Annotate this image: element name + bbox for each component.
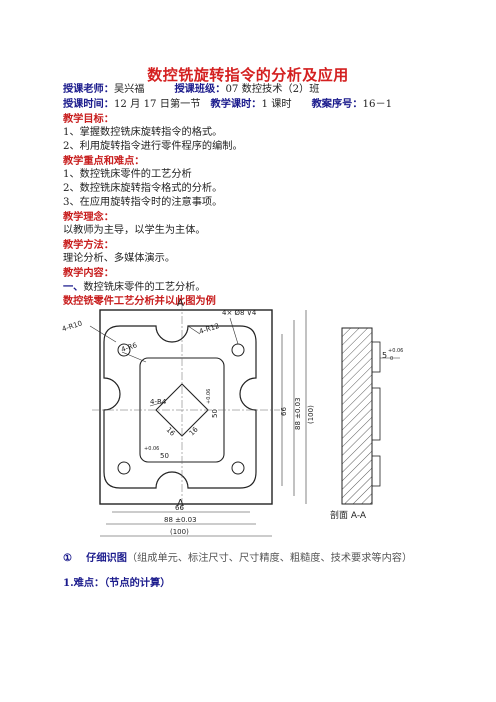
- inner-profile: [103, 325, 257, 489]
- hole-tl: [117, 343, 131, 357]
- dim-16b: 16: [188, 425, 200, 437]
- leader-holes: [229, 317, 239, 345]
- step1-line: ① 仔细识图（组成单元、标注尺寸、尺寸精度、粗糙度、技术要求等内容）: [63, 551, 412, 566]
- leader-r4: [149, 401, 165, 407]
- key-item: 2、数控铣床旋转指令格式的分析。: [63, 183, 223, 194]
- goal-item: 2、利用旋转指令进行零件程序的编制。: [63, 141, 243, 152]
- time-label: 授课时间：: [63, 98, 114, 110]
- method-heading: 教学方法：: [63, 239, 114, 251]
- concept-text: 以教师为主导，以学生为主体。: [63, 225, 206, 236]
- content-first-text: 数控铣床零件的工艺分析。: [83, 282, 206, 293]
- leader-r12: [187, 325, 201, 335]
- hours-label: 教学课时：: [210, 98, 262, 110]
- class-label: 授课班级：: [174, 83, 226, 95]
- meta-line-2: 授课时间：12 月 17 日第一节教学课时：1 课时 教案序号：16－1: [63, 97, 392, 112]
- teacher-label: 授课老师：: [63, 83, 114, 95]
- section-label: 剖面 A-A: [330, 509, 367, 521]
- meta-line-1: 授课老师：吴兴福 授课班级：07 数控技术（2）班: [63, 82, 319, 97]
- section-mark-bottom: A: [177, 498, 184, 509]
- dim-88h: 88 ±0.03: [164, 516, 197, 524]
- concept-heading: 教学理念：: [63, 211, 114, 223]
- part-drawing-svg: A A 4× Ø8 ⊽4 4-R12 4-R10 4-R6 4-R4 16 16…: [61, 298, 403, 537]
- dim-100h: (100): [170, 528, 189, 536]
- section-step-bot: [371, 455, 381, 487]
- content-first-line: 一、数控铣床零件的工艺分析。: [63, 280, 206, 295]
- r12-note: 4-R12: [198, 322, 220, 336]
- difficulty-line: 1.难点：（节点的计算）: [63, 577, 171, 589]
- r10-note: 4-R10: [61, 319, 83, 333]
- tol-50h-pos: +0.06: [144, 446, 159, 452]
- hole-br: [231, 461, 245, 475]
- hole-bl: [117, 461, 131, 475]
- leader-r6: [121, 351, 147, 363]
- content-heading: 教学内容：: [63, 267, 114, 279]
- dim-16a: 16: [165, 426, 177, 438]
- section-view: [341, 327, 373, 505]
- dim-50h: 50: [160, 452, 169, 460]
- figure-caption: 数控铣零件工艺分析并以此图为例: [63, 295, 216, 307]
- content-first-prefix: 一、: [63, 281, 84, 293]
- step1-marker: ①: [63, 552, 73, 564]
- section-step-top: [371, 341, 381, 373]
- method-text: 理论分析、多媒体演示。: [63, 253, 176, 264]
- dim-5: 5: [382, 351, 387, 360]
- dim-100v: (100): [307, 405, 315, 424]
- dim-66h: 66: [175, 504, 184, 512]
- plan-value: 16－1: [362, 99, 393, 110]
- r4-note: 4-R4: [150, 398, 167, 406]
- tol-5-zero: 0: [390, 356, 393, 362]
- leader-r10: [89, 325, 117, 343]
- hole-tr: [231, 343, 245, 357]
- dim-50v: 50: [211, 409, 219, 418]
- section-mark-top: A: [177, 298, 184, 309]
- section-step-mid: [371, 387, 381, 441]
- time-value: 12 月 17 日第一节: [113, 99, 201, 110]
- dim-66v: 66: [280, 407, 288, 416]
- plan-label: 教案序号：: [311, 98, 363, 110]
- page-title: 数控铣旋转指令的分析及应用: [147, 66, 349, 84]
- part-drawing: A A 4× Ø8 ⊽4 4-R12 4-R10 4-R6 4-R4 16 16…: [60, 296, 440, 546]
- key-item: 1、数控铣床零件的工艺分析: [63, 169, 192, 180]
- outer-plate: [99, 309, 273, 505]
- key-heading: 教学重点和难点：: [63, 155, 145, 167]
- tol-5-pos: +0.06: [388, 348, 403, 354]
- class-value: 07 数控技术（2）班: [225, 84, 320, 95]
- holes-note: 4× Ø8 ⊽4: [222, 309, 257, 317]
- tol-50v-pos: +0.06: [206, 389, 212, 404]
- goals-heading: 教学目标：: [63, 113, 114, 125]
- step1-detail: （组成单元、标注尺寸、尺寸精度、粗糙度、技术要求等内容）: [126, 553, 413, 564]
- hours-value: 1 课时: [261, 99, 292, 110]
- key-item: 3、在应用旋转指令时的注意事项。: [63, 197, 223, 208]
- goal-item: 1、掌握数控铣床旋转指令的格式。: [63, 127, 223, 138]
- step1-label: 仔细识图: [86, 552, 127, 564]
- dim-88v: 88 ±0.03: [294, 397, 302, 430]
- teacher-value: 吴兴福: [113, 84, 145, 95]
